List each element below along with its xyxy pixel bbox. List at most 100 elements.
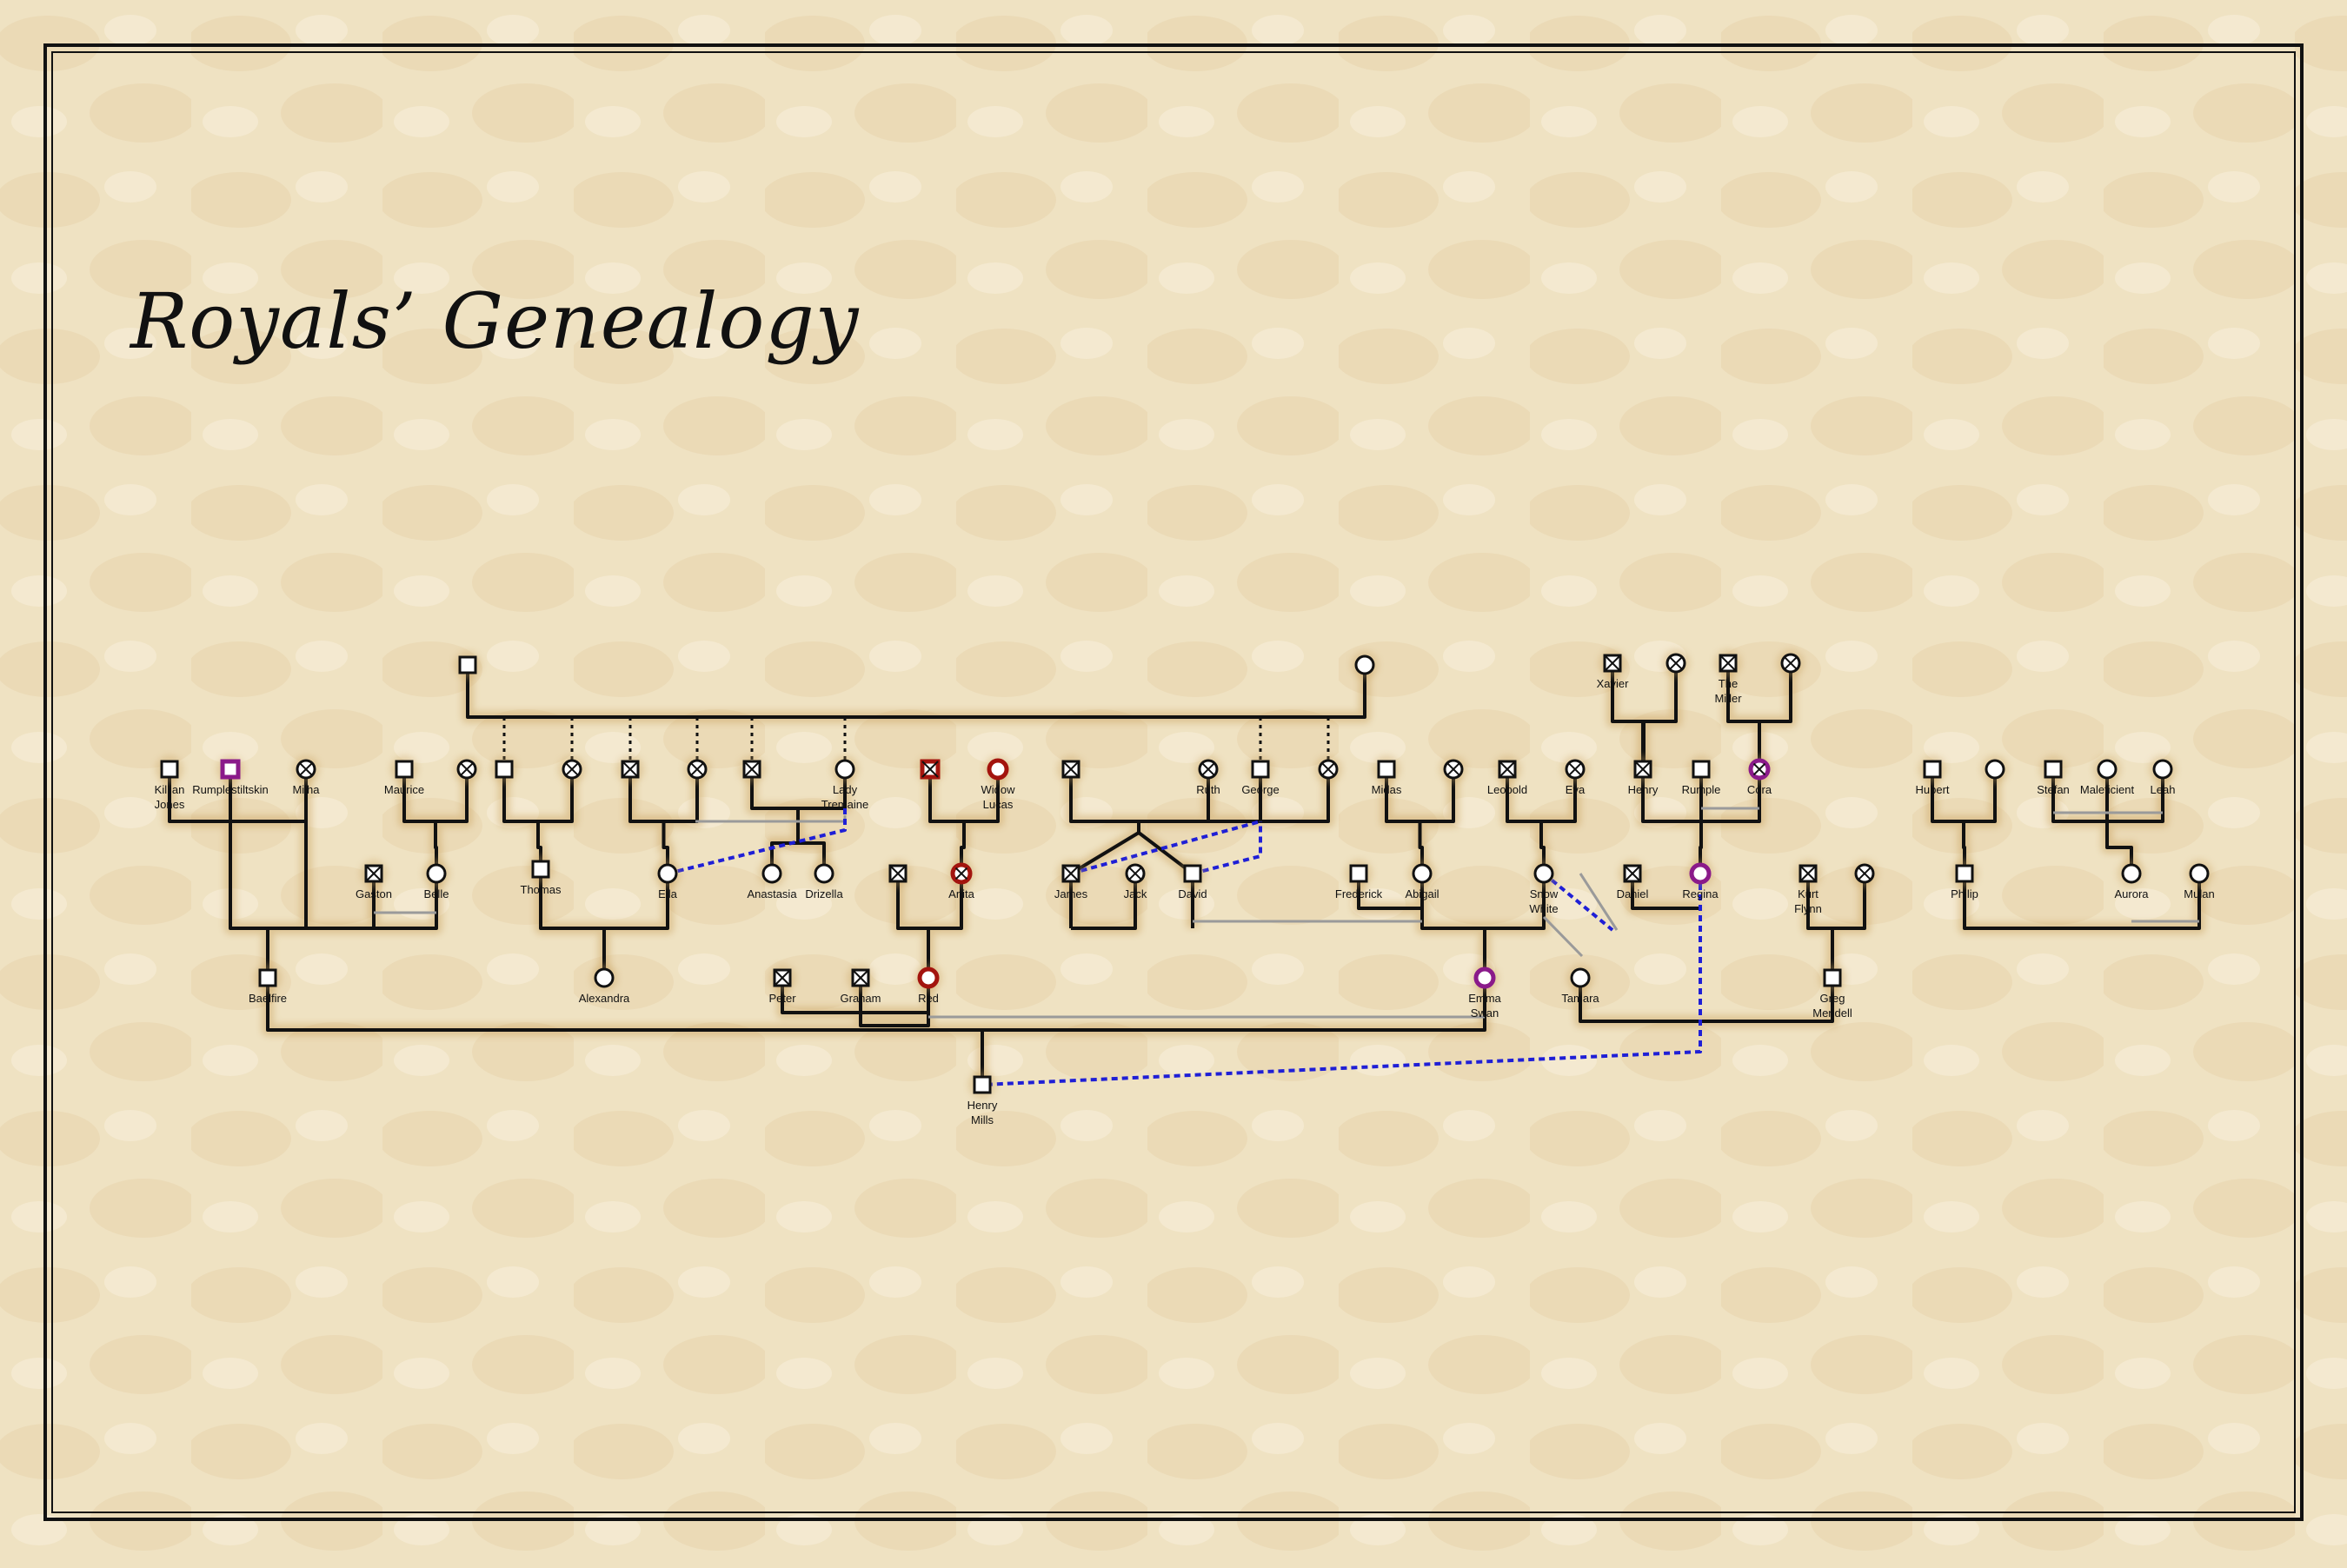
male-symbol-icon <box>458 655 477 674</box>
female-symbol-icon <box>1533 863 1554 884</box>
person-xavierw <box>1662 649 1690 677</box>
person-belle: Belle <box>422 860 450 900</box>
person-hubert: Hubert <box>1915 755 1950 796</box>
person-ruth: Ruth <box>1194 755 1222 796</box>
person-leah: Leah <box>2149 755 2177 796</box>
person-label: Leopold <box>1487 783 1527 796</box>
female-symbol-icon <box>2152 759 2173 780</box>
person-topm <box>454 651 482 679</box>
person-label: Killian <box>155 783 185 796</box>
female-symbol-icon <box>1412 863 1433 884</box>
person-cora: Cora <box>1745 755 1773 796</box>
male-symbol-icon <box>1377 760 1396 779</box>
person-label: Frederick <box>1335 887 1383 900</box>
person-label: Drizella <box>805 887 843 900</box>
person-anastasia: Anastasia <box>747 860 797 900</box>
person-david: David <box>1178 860 1207 900</box>
person-label: Aurora <box>2114 887 2149 900</box>
female-symbol-icon <box>2189 863 2210 884</box>
person-label: Lucas <box>983 798 1014 811</box>
person-label: Rumplestiltskin <box>192 783 268 796</box>
person-baelfire: Baelfire <box>249 964 287 1005</box>
male-symbol-icon <box>220 759 241 780</box>
person-kurtw <box>1851 860 1878 887</box>
person-label: Gaston <box>356 887 392 900</box>
person-thomas: Thomas <box>521 855 562 896</box>
person-label: Xavier <box>1597 677 1630 690</box>
person-label: Graham <box>841 992 881 1005</box>
person-label: Thomas <box>521 883 562 896</box>
person-maurice: Maurice <box>384 755 424 796</box>
person-label: Milha <box>292 783 320 796</box>
person-label: Regina <box>1682 887 1719 900</box>
outer-frame <box>43 43 2304 1521</box>
person-label: The <box>1719 677 1738 690</box>
person-label: Belle <box>424 887 449 900</box>
person-label: Snow <box>1530 887 1559 900</box>
person-label: Daniel <box>1617 887 1649 900</box>
person-gaston: Gaston <box>356 860 392 900</box>
person-label: Cora <box>1747 783 1772 796</box>
male-symbol-icon <box>1692 760 1711 779</box>
person-frederick: Frederick <box>1335 860 1383 900</box>
person-label: Tremaine <box>821 798 868 811</box>
person-georgew <box>1314 755 1342 783</box>
person-leopold: Leopold <box>1487 755 1527 796</box>
person-label: Baelfire <box>249 992 287 1005</box>
male-symbol-icon <box>160 760 179 779</box>
person-mauricew <box>453 755 481 783</box>
person-peter: Peter <box>768 964 796 1005</box>
person-milha: Milha <box>292 755 320 796</box>
person-label: Ella <box>658 887 677 900</box>
person-mulan: Mulan <box>2184 860 2215 900</box>
female-symbol-icon <box>1570 967 1591 988</box>
person-label: Philip <box>1951 887 1978 900</box>
person-wlm <box>916 755 944 783</box>
female-symbol-icon <box>657 863 678 884</box>
person-george: George <box>1241 755 1280 796</box>
person-c3m <box>738 755 766 783</box>
person-label: Swan <box>1471 1007 1499 1020</box>
female-symbol-icon <box>1689 862 1712 885</box>
person-label: Flynn <box>1794 902 1822 915</box>
person-graham: Graham <box>841 964 881 1005</box>
person-c1m <box>490 755 518 783</box>
person-c2m <box>616 755 644 783</box>
person-label: Greg <box>1820 992 1845 1005</box>
person-millerw <box>1777 649 1805 677</box>
person-label: Tamara <box>1561 992 1599 1005</box>
person-c2f <box>683 755 711 783</box>
person-label: Lady <box>833 783 858 796</box>
page-title: Royals’ Genealogy <box>130 276 860 366</box>
female-symbol-icon <box>814 863 834 884</box>
male-symbol-icon <box>1183 864 1202 883</box>
person-aurora: Aurora <box>2114 860 2149 900</box>
female-symbol-icon <box>1473 967 1496 989</box>
adoption-links <box>667 808 1702 1086</box>
secondary-links <box>374 807 2199 1019</box>
female-symbol-icon <box>2121 863 2142 884</box>
person-stefan: Stefan <box>2037 755 2070 796</box>
person-label: White <box>1529 902 1558 915</box>
person-label: Eva <box>1566 783 1586 796</box>
person-topf <box>1351 651 1379 679</box>
female-symbol-icon <box>761 863 782 884</box>
person-label: Anastasia <box>747 887 797 900</box>
female-symbol-icon <box>426 863 447 884</box>
person-label: Midas <box>1372 783 1402 796</box>
female-symbol-icon <box>917 967 940 989</box>
female-symbol-icon <box>2097 759 2118 780</box>
male-symbol-icon <box>1955 864 1974 883</box>
person-label: Henry <box>967 1099 998 1112</box>
male-symbol-icon <box>1251 760 1270 779</box>
person-rumpel: Rumplestiltskin <box>192 755 269 796</box>
person-label: Maleficient <box>2080 783 2135 796</box>
